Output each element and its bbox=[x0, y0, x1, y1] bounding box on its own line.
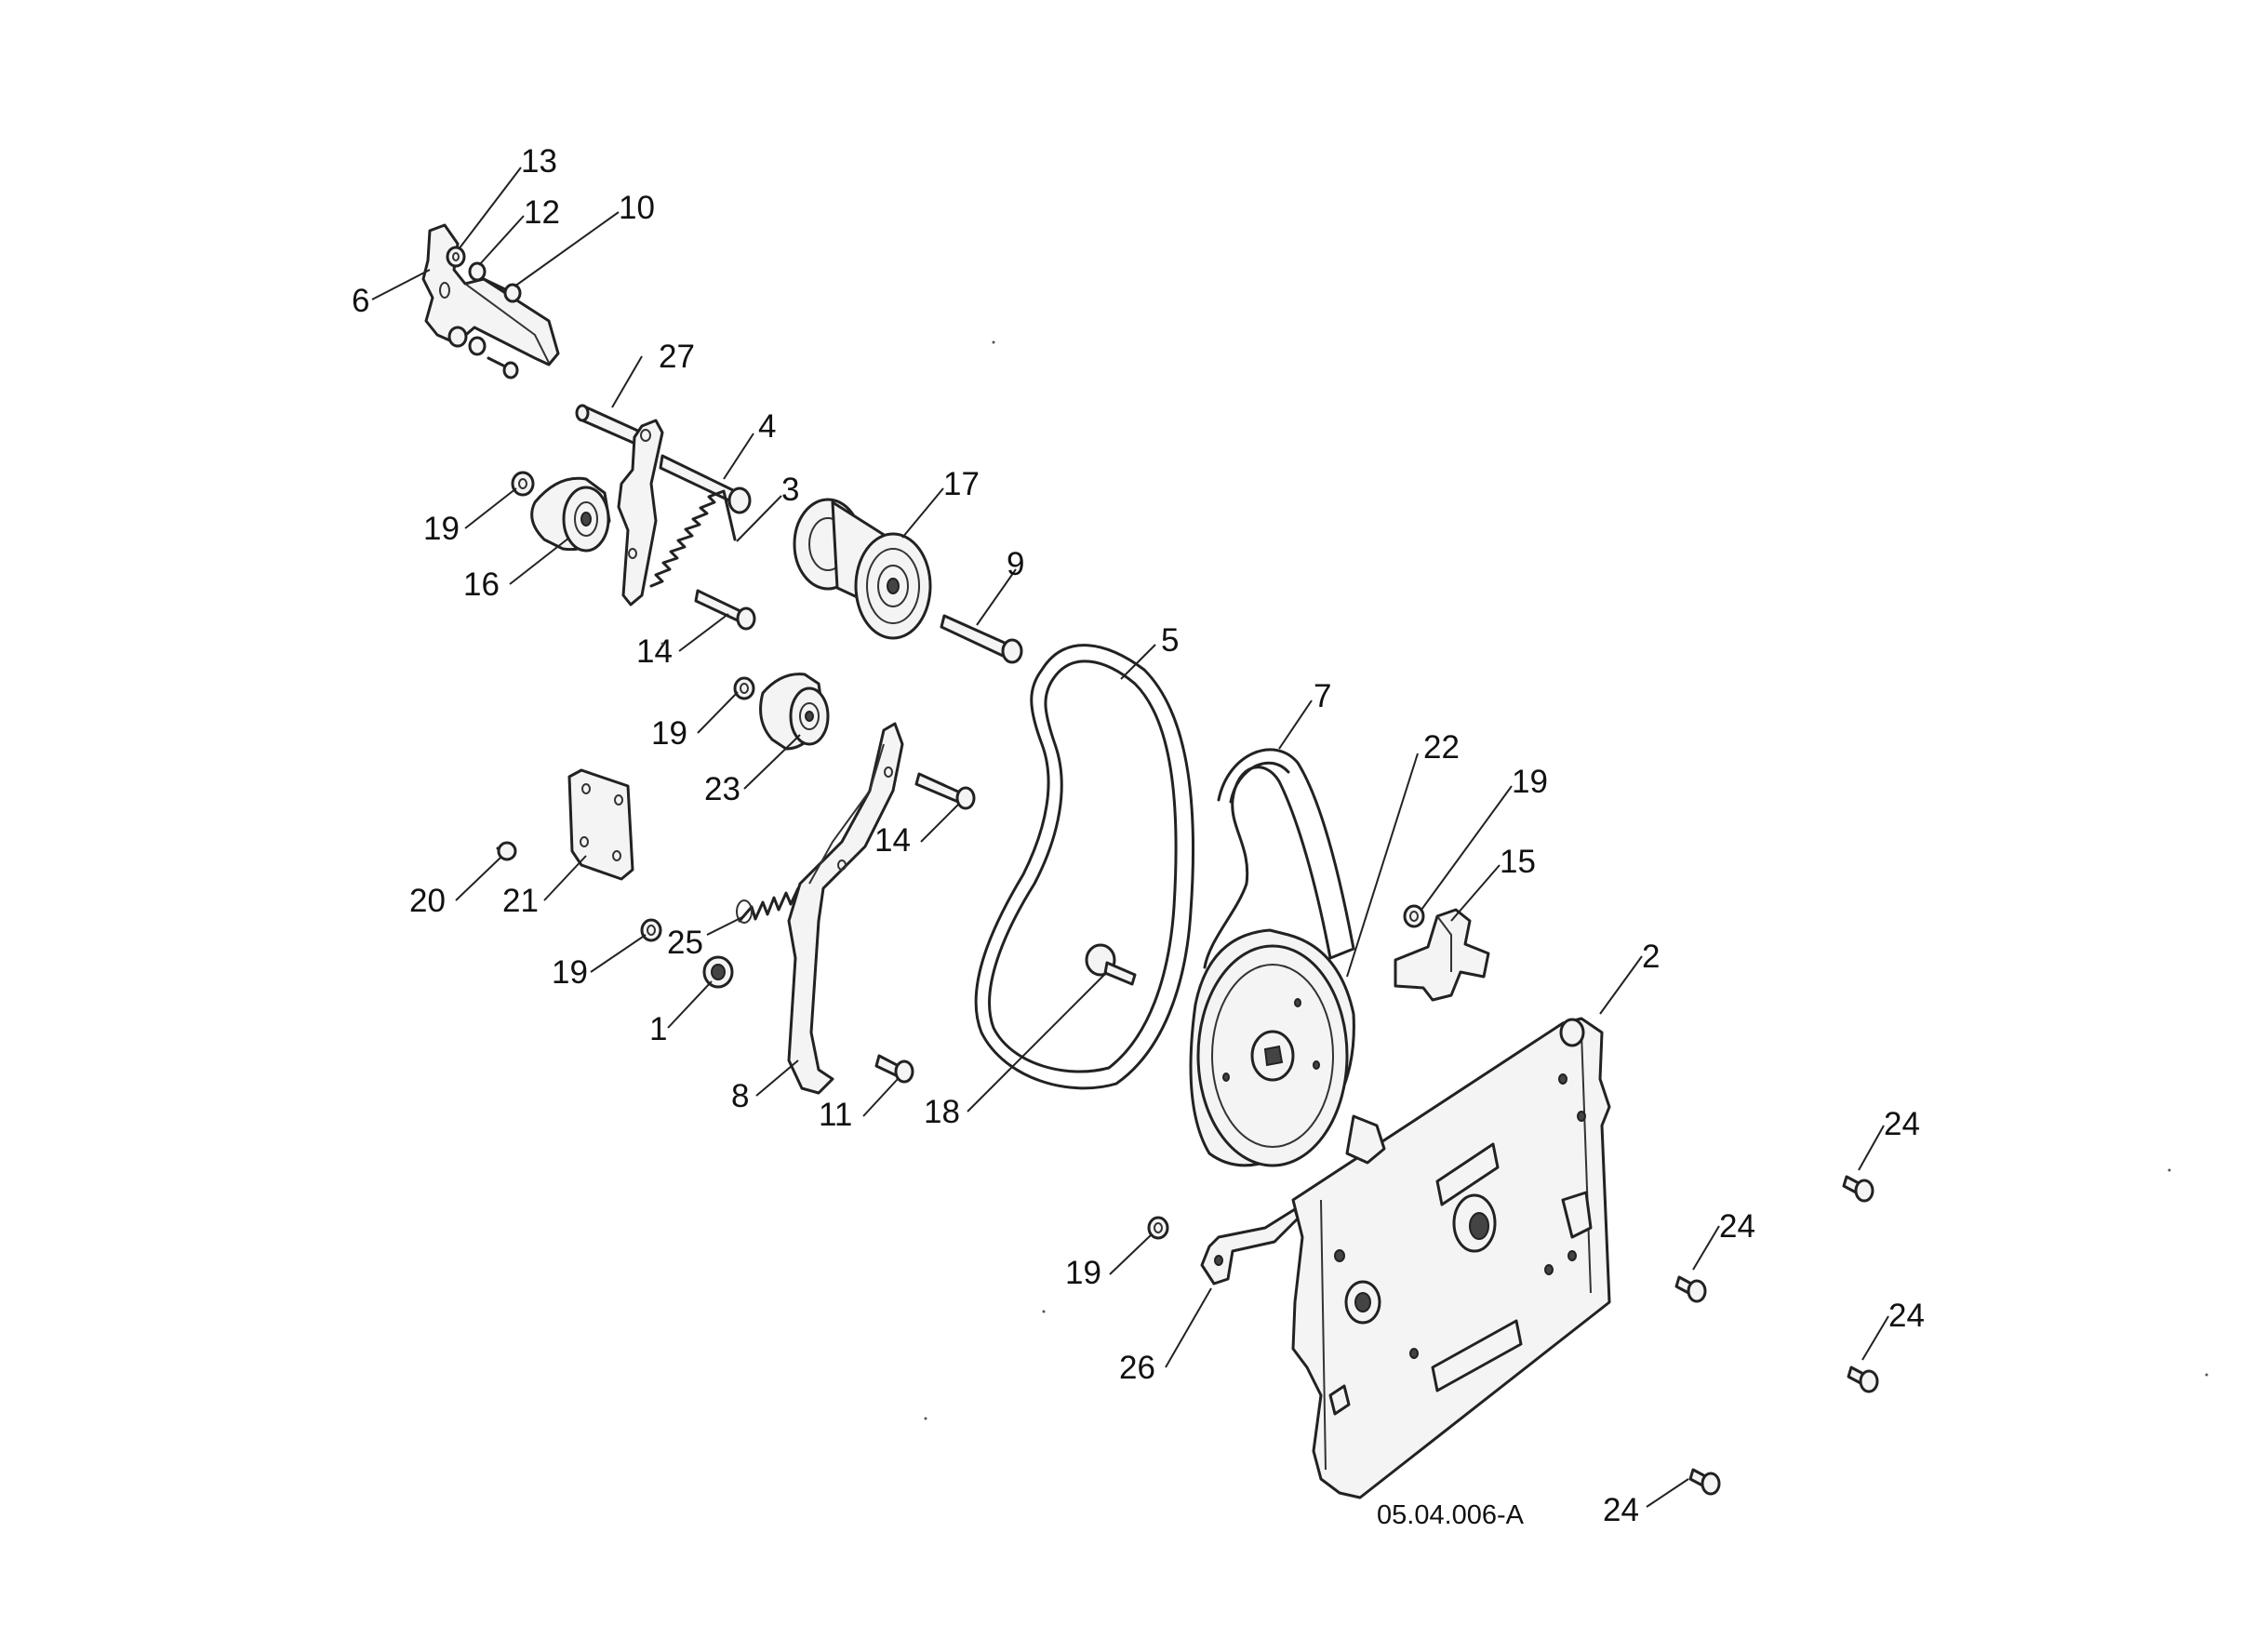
part-14-bolt-b bbox=[914, 772, 976, 810]
part-7-belt bbox=[1203, 748, 1355, 969]
callout-5: 5 bbox=[1161, 622, 1179, 659]
callout-19-d: 19 bbox=[552, 954, 588, 991]
part-20-screw bbox=[496, 841, 517, 861]
callout-26: 26 bbox=[1119, 1350, 1155, 1386]
callout-22: 22 bbox=[1423, 729, 1460, 766]
part-19-nut-a bbox=[511, 471, 535, 497]
part-9-bolt bbox=[940, 614, 1023, 664]
callout-12: 12 bbox=[524, 194, 560, 231]
callout-19-b: 19 bbox=[1512, 764, 1548, 800]
part-1-spacer bbox=[702, 955, 734, 989]
callout-1: 1 bbox=[649, 1011, 667, 1047]
part-22-drive-pulley bbox=[1189, 928, 1355, 1167]
part-10-bolt bbox=[482, 277, 522, 380]
callout-14-a: 14 bbox=[636, 633, 673, 670]
part-8-idler-arm bbox=[787, 722, 904, 1095]
part-19-nut-d bbox=[1403, 904, 1425, 928]
drawing-code: 05.04.006-A bbox=[1377, 1500, 1525, 1530]
part-18-bolt bbox=[1085, 943, 1137, 986]
callout-11: 11 bbox=[819, 1097, 852, 1133]
part-19-nut-e bbox=[1147, 1216, 1169, 1240]
part-15-pulley bbox=[759, 673, 830, 751]
part-27-shaft bbox=[575, 404, 644, 448]
callout-14-b: 14 bbox=[874, 822, 911, 859]
part-25-main-plate bbox=[1291, 1017, 1611, 1499]
part-13-washer bbox=[446, 246, 466, 268]
part-24-bolt-d bbox=[1688, 1468, 1721, 1496]
idler-arm-upper bbox=[617, 419, 664, 606]
callout-25: 2 bbox=[1642, 939, 1660, 975]
part-4-bolt bbox=[659, 454, 752, 514]
part-24-bolt-b bbox=[1674, 1275, 1707, 1303]
callout-9: 9 bbox=[1007, 546, 1024, 582]
part-21-plate bbox=[567, 768, 634, 881]
part-2-spring bbox=[736, 886, 800, 924]
part-23-bracket bbox=[1394, 908, 1490, 1002]
callout-4: 4 bbox=[758, 408, 776, 445]
callout-24-a: 24 bbox=[1884, 1106, 1920, 1142]
callout-7: 7 bbox=[1314, 678, 1331, 714]
callout-13: 13 bbox=[521, 143, 557, 180]
callout-24-b: 24 bbox=[1719, 1208, 1755, 1245]
callout-10: 10 bbox=[619, 190, 655, 226]
callout-labels: 13 12 10 6 27 4 3 17 19 16 9 14 5 7 22 1… bbox=[352, 143, 1925, 1528]
callout-24-c: 24 bbox=[1888, 1298, 1925, 1334]
part-19-nut-b bbox=[733, 676, 755, 700]
callout-19-c: 19 bbox=[651, 715, 687, 752]
part-12-nut bbox=[447, 261, 487, 356]
scan-specks bbox=[660, 340, 2208, 1420]
callout-6: 6 bbox=[352, 283, 369, 319]
callout-16: 16 bbox=[463, 566, 500, 603]
callout-20: 20 bbox=[409, 883, 446, 919]
part-26-tab bbox=[1200, 1207, 1300, 1286]
part-24-bolt-c bbox=[1847, 1366, 1879, 1393]
part-19-nut-c bbox=[640, 918, 662, 942]
callout-21: 21 bbox=[502, 883, 539, 919]
leader-lines bbox=[371, 167, 1889, 1508]
callout-23: 15 bbox=[1500, 844, 1536, 880]
callout-2: 25 bbox=[667, 925, 703, 961]
callout-3: 3 bbox=[781, 472, 799, 508]
part-24-bolt-a bbox=[1842, 1175, 1874, 1203]
callout-15: 23 bbox=[704, 771, 740, 807]
callout-24-d: 24 bbox=[1603, 1492, 1639, 1528]
callout-19-a: 19 bbox=[423, 511, 460, 547]
part-3-spring bbox=[649, 489, 737, 588]
part-11-bolt bbox=[874, 1054, 914, 1084]
callout-8: 8 bbox=[731, 1078, 749, 1114]
part-14-bolt-a bbox=[694, 589, 756, 631]
callout-27: 27 bbox=[659, 339, 695, 375]
callout-18: 18 bbox=[924, 1094, 960, 1130]
part-6-bracket bbox=[421, 223, 560, 366]
part-17-pulley bbox=[793, 498, 932, 640]
callout-17: 17 bbox=[943, 466, 980, 502]
part-5-belt bbox=[974, 644, 1195, 1090]
callout-19-e: 19 bbox=[1065, 1255, 1101, 1291]
part-16-pulley bbox=[530, 476, 611, 553]
